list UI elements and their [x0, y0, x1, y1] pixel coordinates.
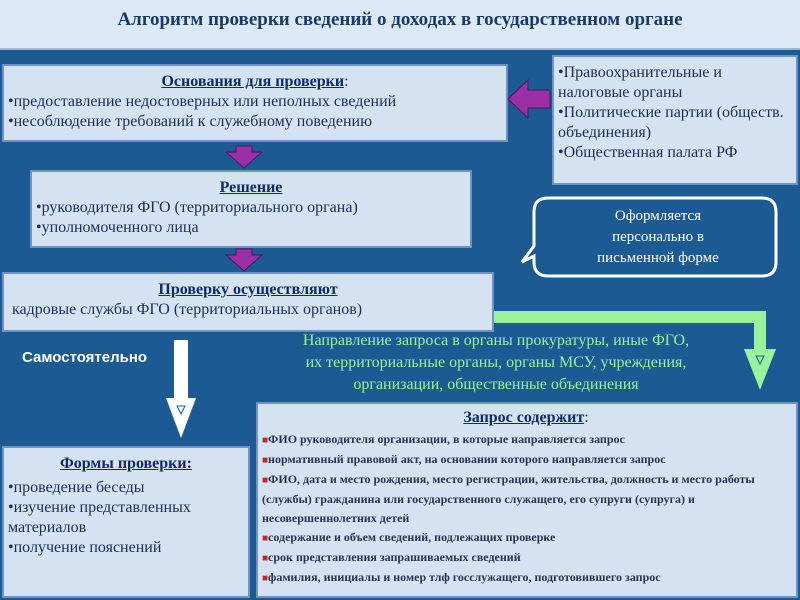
callout-text: Оформляется персонально в письменной фор… [597, 208, 719, 266]
arrow-green-vertical [754, 311, 766, 349]
request-item: ■фамилия, инициалы и номер тлф госслужащ… [262, 570, 661, 584]
grounds-item: •несоблюдение требований к служебному по… [8, 113, 373, 130]
slide-title: Алгоритм проверки сведений о доходах в г… [0, 0, 800, 50]
forms-heading: Формы проверки: [60, 455, 192, 472]
arrow-sources-to-grounds [507, 78, 551, 120]
sources-box: •Правоохранительные и налоговые органы •… [552, 55, 798, 185]
arrow-green-tip [755, 355, 765, 366]
forms-box: Формы проверки: •проведение беседы •изуч… [2, 446, 250, 598]
request-item: ■ФИО, дата и место рождения, место регис… [262, 472, 755, 525]
request-content-heading: Запрос содержит [463, 409, 585, 426]
grounds-heading-row: Основания для проверки: [161, 73, 349, 90]
decision-box: Решение •руководителя ФГО (территориальн… [30, 170, 472, 248]
request-item: ■ФИО руководителя организации, в которые… [262, 432, 625, 446]
performers-text: кадровые службы ФГО (территориальных орг… [12, 301, 363, 318]
independent-label: Самостоятельно [22, 349, 148, 366]
grounds-item: •предоставление недостоверных или неполн… [8, 93, 397, 110]
arrow-white-tip [176, 405, 186, 416]
arrow-green-head [744, 349, 776, 390]
forms-item: •получение пояснений [8, 539, 162, 556]
callout-shape [520, 196, 778, 278]
arrow-green-horizontal [494, 311, 766, 323]
sources-item: •Общественная палата РФ [558, 144, 738, 161]
request-item: ■содержание и объем сведений, подлежащих… [262, 530, 556, 544]
decision-heading: Решение [219, 179, 283, 196]
arrow-decision-to-performers [224, 248, 264, 272]
decision-item: •уполномоченного лица [36, 219, 199, 236]
performers-heading: Проверку осуществляют [158, 281, 338, 298]
forms-item: •изучение представленных материалов [8, 499, 191, 536]
grounds-box: Основания для проверки: •предоставление … [2, 64, 508, 142]
decision-item: •руководителя ФГО (территориального орга… [36, 199, 358, 216]
arrow-white-head [166, 398, 196, 438]
sources-item: •Политические партии (обществ. объединен… [558, 104, 784, 141]
arrow-white-shaft [174, 340, 188, 398]
request-direction-text: Направление запроса в органы прокуратуры… [302, 332, 690, 393]
arrow-grounds-to-decision [224, 145, 264, 169]
grounds-heading: Основания для проверки [161, 73, 345, 90]
request-item: ■срок представления запрашиваемых сведен… [262, 550, 521, 564]
request-item: ■нормативный правовой акт, на основании … [262, 452, 666, 466]
forms-item: •проведение беседы [8, 479, 145, 496]
performers-box: Проверку осуществляют кадровые службы ФГ… [2, 272, 494, 332]
request-content-box: Запрос содержит: ■ФИО руководителя орган… [256, 402, 798, 598]
sources-item: •Правоохранительные и налоговые органы [558, 64, 722, 101]
